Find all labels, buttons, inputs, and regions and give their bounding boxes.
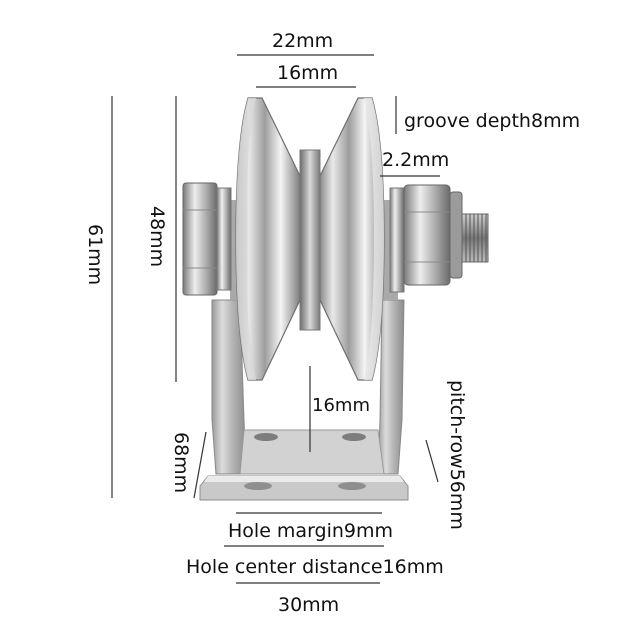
hole-center-distance-label: Hole center distance16mm — [186, 556, 444, 578]
hole-margin-label: Hole margin9mm — [228, 520, 394, 542]
wheel-diameter-label: 48mm — [146, 206, 168, 268]
total-height-label: 61mm — [84, 224, 106, 286]
hex-bolt-head — [182, 182, 232, 296]
base-width-label: 30mm — [278, 594, 340, 616]
v-groove-wheel — [235, 97, 385, 381]
groove-width-label: 16mm — [277, 62, 339, 84]
threaded-axle — [461, 213, 489, 263]
groove-depth-label: groove depth8mm — [404, 110, 581, 132]
wheel-width-label: 22mm — [272, 30, 334, 52]
pitch-row-label: pitch-row56mm — [446, 380, 468, 530]
hex-nut — [389, 184, 463, 293]
bracket-height-label: 68mm — [170, 432, 192, 494]
dimension-lines — [111, 54, 440, 584]
axle-height-label: 16mm — [312, 395, 370, 416]
flange-thickness-label: 2.2mm — [382, 149, 450, 171]
base-plate — [199, 475, 409, 501]
